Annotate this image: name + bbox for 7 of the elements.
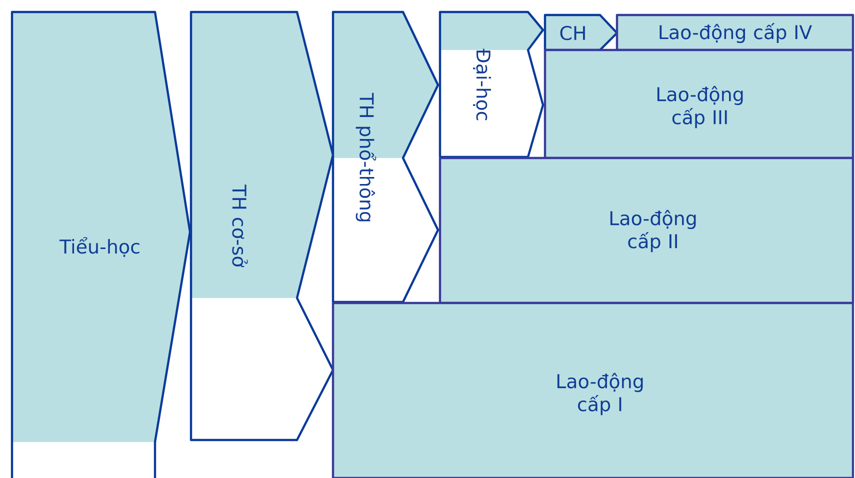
chevron-band: Tiểu-học bbox=[10, 10, 192, 478]
level-box: Lao-động cấp I bbox=[332, 302, 854, 478]
chevron-band: Đại-học bbox=[438, 10, 544, 158]
chevron-band: TH cơ-sở bbox=[190, 10, 334, 442]
chevron-band: CH bbox=[544, 14, 618, 52]
chevron-band: TH phổ-thông bbox=[332, 10, 440, 304]
level-box: Lao-động cấp II bbox=[438, 156, 854, 304]
